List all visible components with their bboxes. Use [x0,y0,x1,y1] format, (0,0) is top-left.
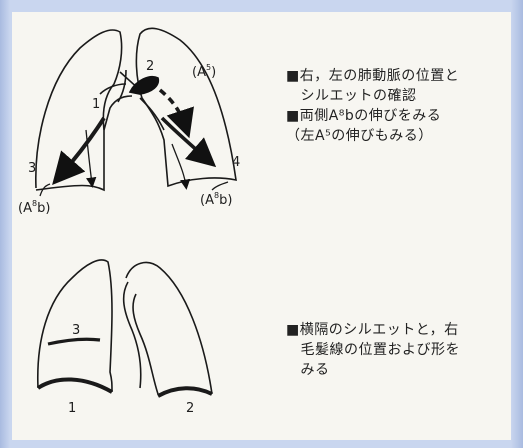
top-lung-diagram [36,28,236,196]
minor-fissure-line [48,339,100,344]
caption-top-line-2: シルエットの確認 [286,86,459,106]
bottom-number-1: 1 [68,401,76,416]
bottom-mediastinum-line-1 [124,282,141,388]
caption-bottom-line-3: みる [286,360,460,380]
caption-top-line-1: ■右，左の肺動脈の位置と [286,66,459,86]
caption-top-line-4: （左A⁵の伸びもみる） [286,126,459,146]
left-lung-thin-arrow [172,144,186,186]
top-number-2: 2 [146,59,154,74]
left-a8b-arrow [162,118,208,160]
caption-top-line-3: ■両側A⁸bの伸びをみる [286,106,459,126]
bottom-lung-diagram [38,260,212,396]
top-number-1: 1 [92,97,100,112]
top-left-lung-outline [136,28,236,186]
bottom-number-3: 3 [72,323,80,338]
bottom-left-lung-outline [126,263,212,394]
left-diaphragm-silhouette [158,388,212,396]
left-pulmonary-artery-silhouette [130,77,158,94]
right-a8b-arrow [60,118,104,176]
right-label-pointer [212,182,228,190]
caption-bottom-line-2: 毛髪線の位置および形を [286,340,460,360]
caption-bottom-line-1: ■横隔のシルエットと，右 [286,320,460,340]
label-a5: (A5) [192,63,216,80]
top-number-3: 3 [28,161,36,176]
bottom-number-2: 2 [186,401,194,416]
label-a8b-right-lung: (A8b) [18,199,50,216]
label-a8b-left-lung: (A8b) [200,191,232,208]
right-diaphragm-silhouette [38,379,112,392]
top-number-4: 4 [232,155,240,170]
caption-bottom: ■横隔のシルエットと，右 毛髪線の位置および形を みる [286,320,460,380]
caption-top: ■右，左の肺動脈の位置と シルエットの確認 ■両側A⁸bの伸びをみる （左A⁵の… [286,66,459,146]
